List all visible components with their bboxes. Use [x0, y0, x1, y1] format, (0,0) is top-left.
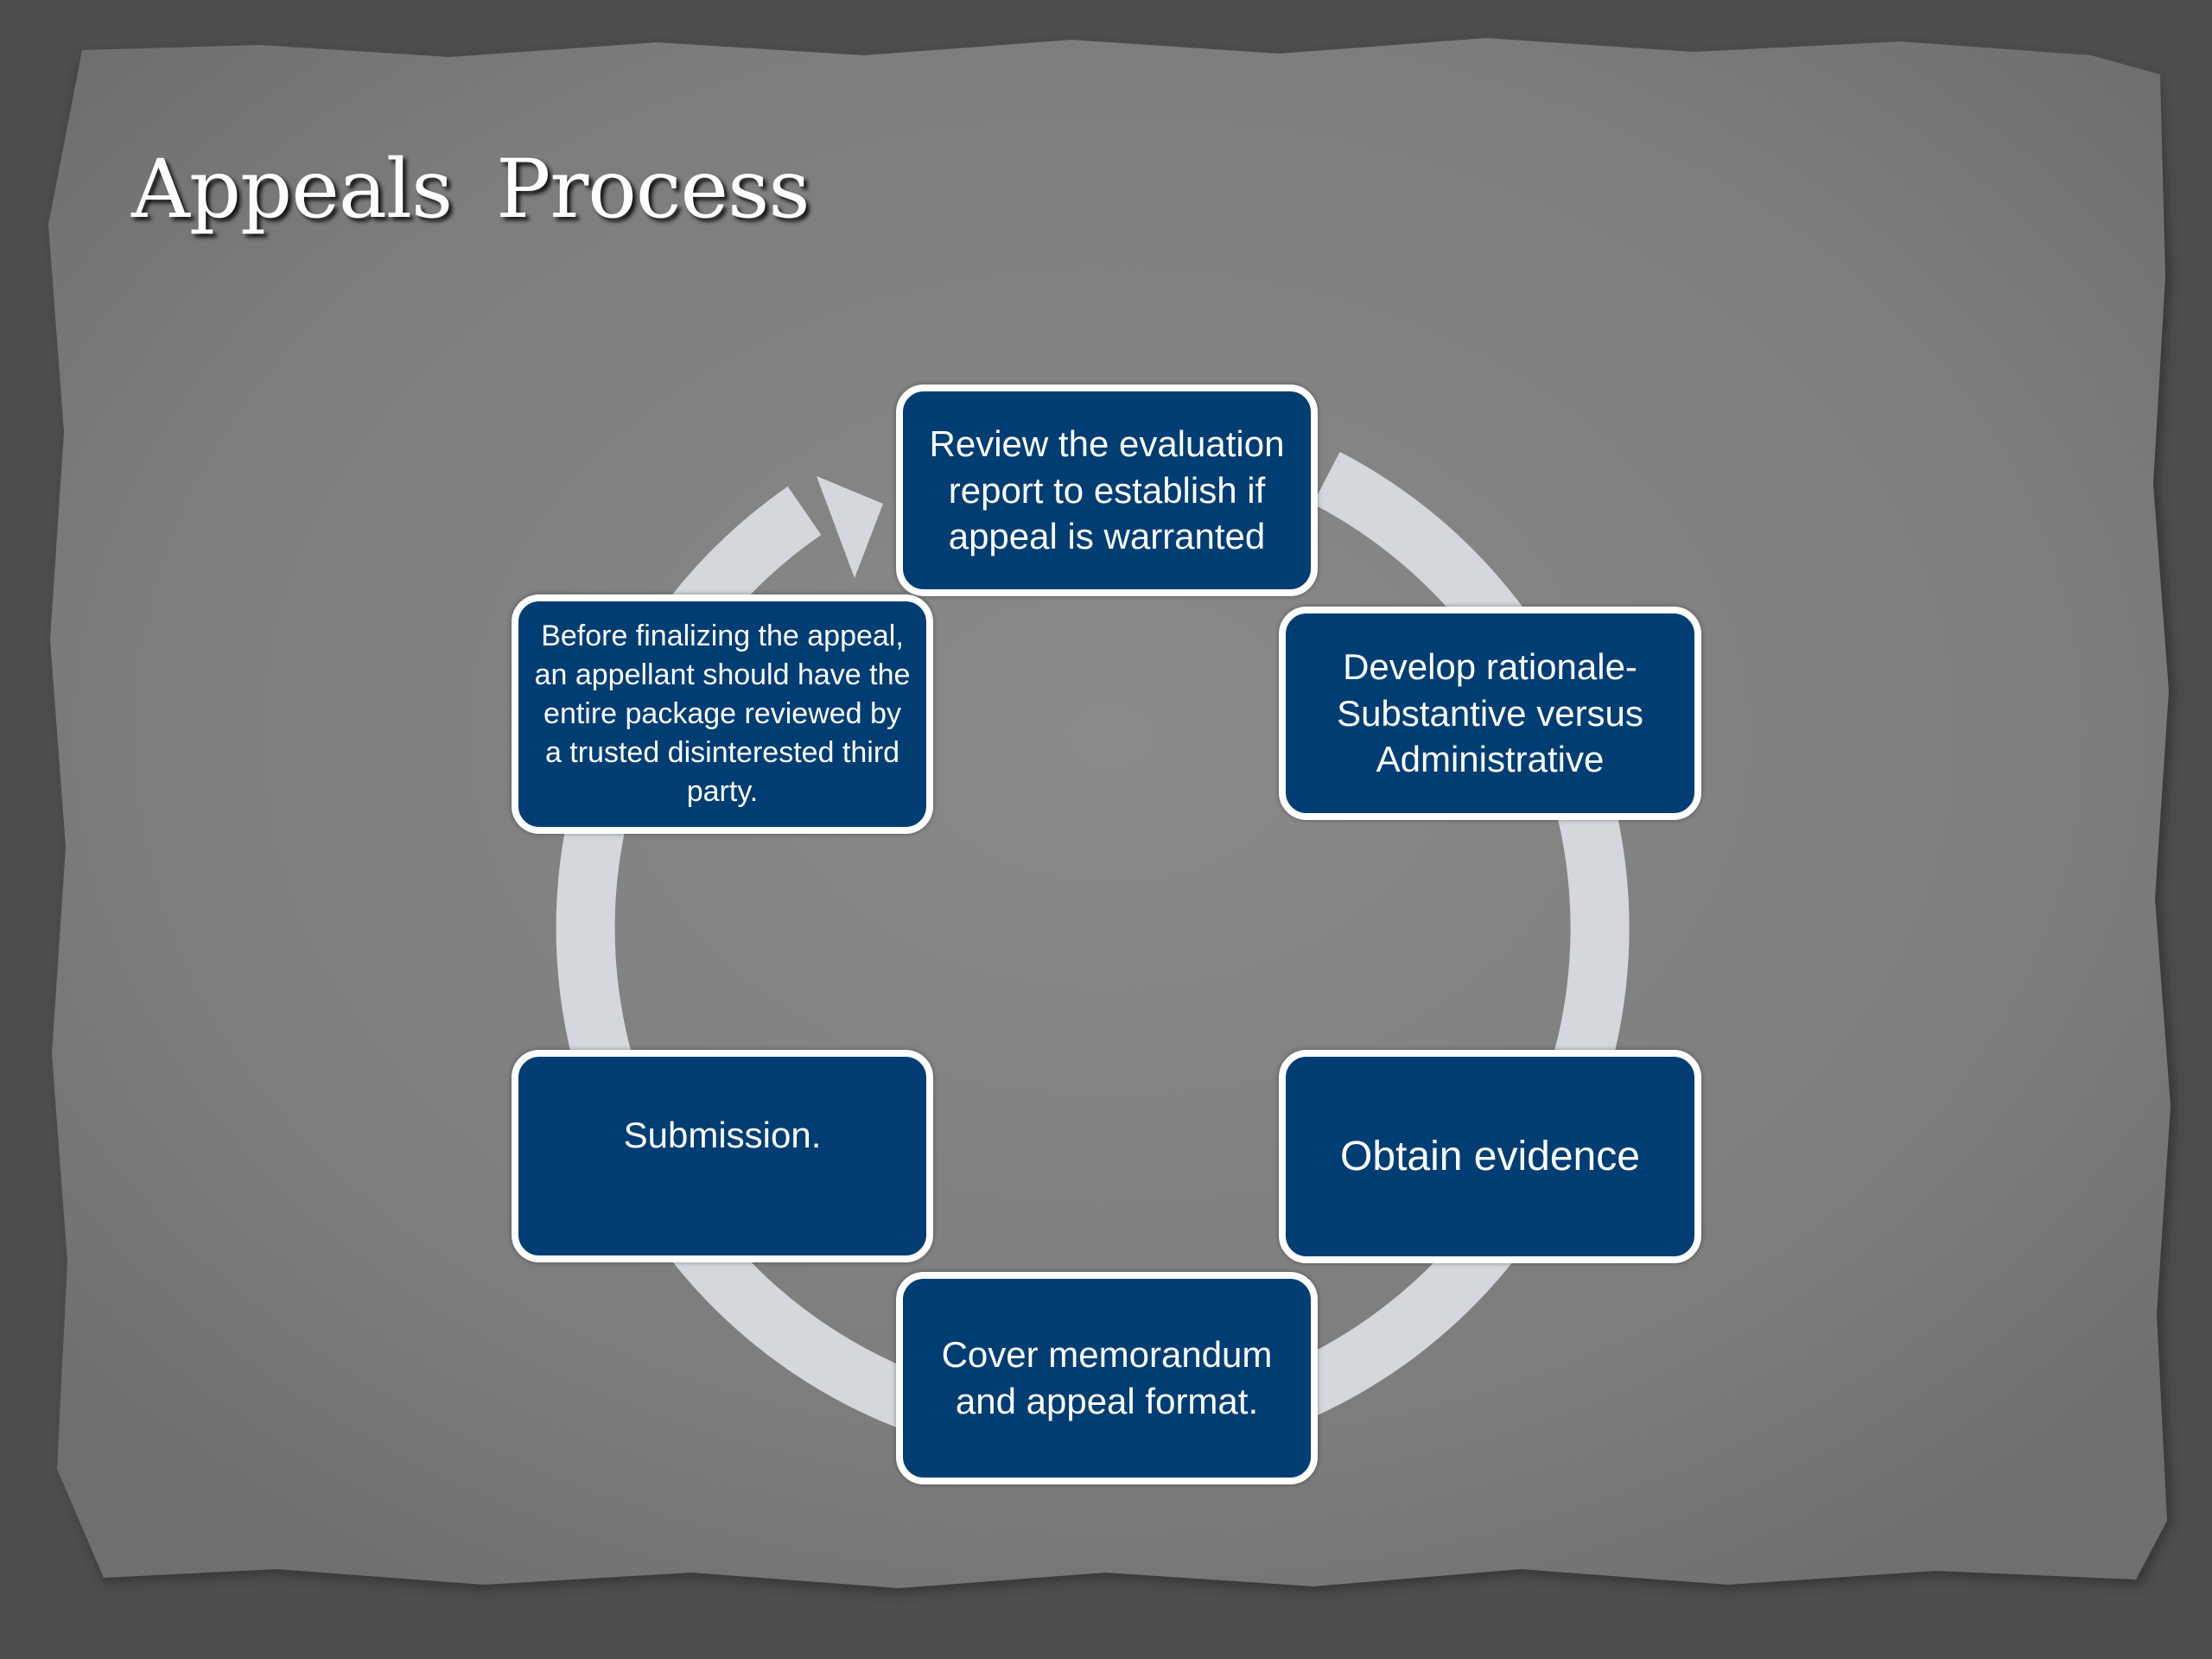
step-cover-memorandum-text: Cover memorandum and appeal format. [941, 1334, 1273, 1421]
cycle-arrowhead [817, 476, 883, 578]
step-submission: Submission. [512, 1050, 933, 1262]
slide-title: Appeals Process [131, 143, 810, 237]
step-obtain-evidence: Obtain evidence [1279, 1050, 1701, 1263]
step-third-party-review-text: Before finalizing the appeal, an appella… [534, 620, 911, 808]
step-third-party-review: Before finalizing the appeal, an appella… [512, 594, 933, 834]
step-review-report-text: Review the evaluation report to establis… [929, 423, 1285, 557]
step-submission-text: Submission. [623, 1115, 822, 1155]
step-develop-rationale-text: Develop rationale- Substantive versus Ad… [1337, 645, 1643, 780]
step-cover-memorandum: Cover memorandum and appeal format. [896, 1272, 1318, 1484]
step-review-report: Review the evaluation report to establis… [896, 385, 1318, 596]
step-obtain-evidence-text: Obtain evidence [1340, 1133, 1640, 1179]
step-develop-rationale: Develop rationale- Substantive versus Ad… [1279, 607, 1701, 820]
